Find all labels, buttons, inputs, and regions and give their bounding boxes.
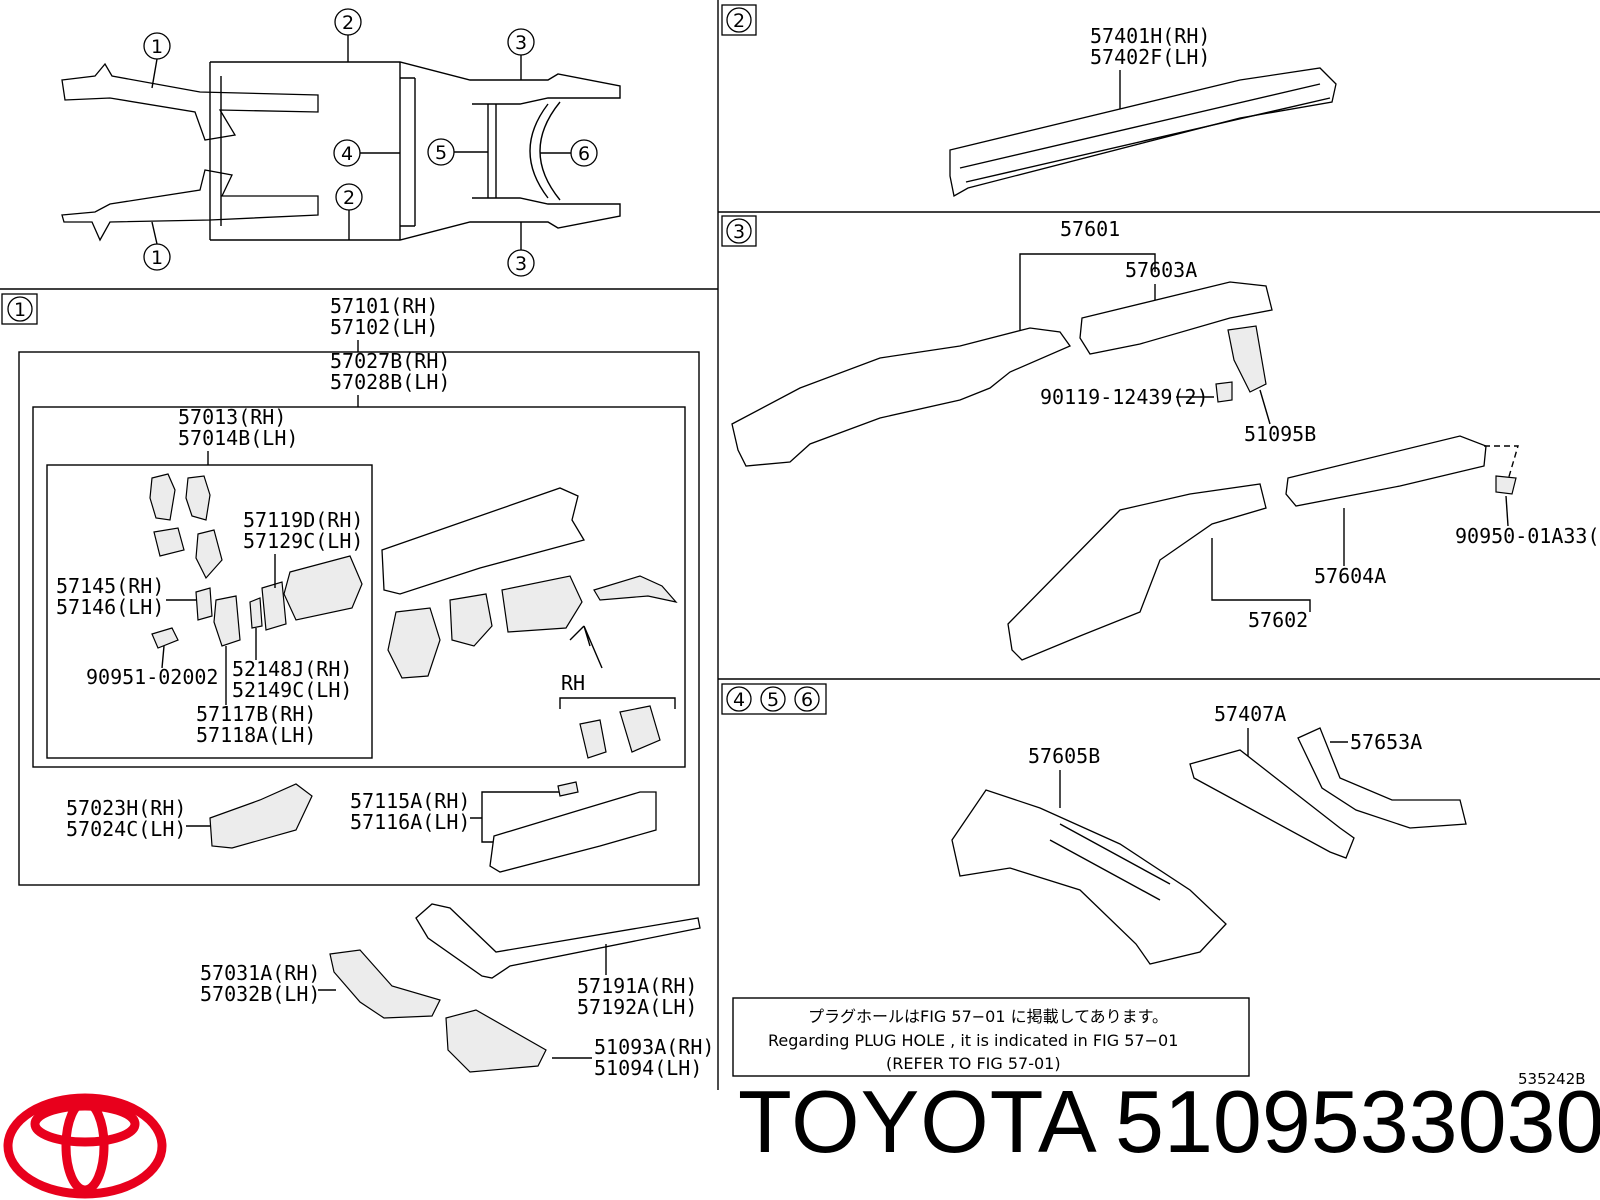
callout-4: 4 [341,143,353,165]
label-57115A: 57115A(RH) [350,789,470,813]
label-51095B: 51095B [1244,422,1316,446]
label-57102: 57102(LH) [330,315,438,339]
rh-label: RH [561,671,585,695]
label-57028B: 57028B(LH) [330,370,450,394]
section-456: 4 5 6 57407A 57653A 57605B プラグホールはFIG 57… [721,683,1586,1088]
section-2-tag: 2 [733,10,745,32]
label-57602: 57602 [1248,608,1308,632]
toyota-logo-icon [3,1093,167,1199]
label-57118A: 57118A(LH) [196,723,316,747]
section-3: 3 57601 57603A 90119-12439(2) 51095B 909… [721,215,1600,661]
note-line-jp: プラグホールはFIG 57−01 に掲載してあります。 [808,1007,1168,1026]
callout-3-bottom: 3 [515,253,527,275]
label-57013: 57013(RH) [178,405,286,429]
label-90950-01A33: 90950-01A33(2) [1455,524,1600,548]
label-57032B: 57032B(LH) [200,982,320,1006]
callout-5: 5 [435,142,447,164]
section-1: 1 57101(RH) 57102(LH) 57027B(RH) 57028B(… [1,293,714,1080]
label-57601: 57601 [1060,217,1120,241]
label-57117B: 57117B(RH) [196,702,316,726]
callout-1-top: 1 [151,36,163,58]
label-57027B: 57027B(RH) [330,349,450,373]
label-51093A: 51093A(RH) [594,1035,714,1059]
section-6-tag: 6 [801,689,813,711]
label-90951-02002: 90951-02002 [86,665,218,689]
callout-3-top: 3 [515,32,527,54]
label-57129C: 57129C(LH) [243,529,363,553]
footer-part-number: 5109533030 [1115,1072,1600,1171]
callout-6: 6 [578,143,590,165]
label-51094: 51094(LH) [594,1056,702,1080]
section-1-tag: 1 [14,299,26,321]
footer-brand: TOYOTA [738,1072,1098,1171]
label-57604A: 57604A [1314,564,1386,588]
label-57024C: 57024C(LH) [66,817,186,841]
section-5-tag: 5 [767,689,779,711]
label-57603A: 57603A [1125,258,1197,282]
label-57653A: 57653A [1350,730,1422,754]
label-57191A: 57191A(RH) [577,974,697,998]
reference-code: 535242B [1518,1070,1586,1088]
note-line-en: Regarding PLUG HOLE , it is indicated in… [768,1031,1178,1050]
section-2: 2 57401H(RH) 57402F(LH) [721,4,1337,198]
label-57605B: 57605B [1028,744,1100,768]
label-57145: 57145(RH) [56,574,164,598]
label-52148J: 52148J(RH) [232,657,352,681]
note-line-ref: (REFER TO FIG 57-01) [886,1054,1061,1073]
overview-callouts: 1 2 3 4 5 6 2 1 3 [143,8,598,277]
label-57119D: 57119D(RH) [243,508,363,532]
label-57116A: 57116A(LH) [350,810,470,834]
callout-2-top: 2 [342,12,354,34]
callout-2-bottom: 2 [343,187,355,209]
overview-frame-drawing [61,61,621,242]
label-57402F: 57402F(LH) [1090,45,1210,69]
label-57401H: 57401H(RH) [1090,24,1210,48]
section-3-tag: 3 [733,221,745,243]
label-57031A: 57031A(RH) [200,961,320,985]
section-4-tag: 4 [733,689,745,711]
callout-1-bottom: 1 [151,247,163,269]
label-57101: 57101(RH) [330,294,438,318]
label-57192A: 57192A(LH) [577,995,697,1019]
label-57023H: 57023H(RH) [66,796,186,820]
label-57014B: 57014B(LH) [178,426,298,450]
label-57407A: 57407A [1214,702,1286,726]
label-52149C: 52149C(LH) [232,678,352,702]
panel-frames [0,0,1600,1090]
label-57146: 57146(LH) [56,595,164,619]
